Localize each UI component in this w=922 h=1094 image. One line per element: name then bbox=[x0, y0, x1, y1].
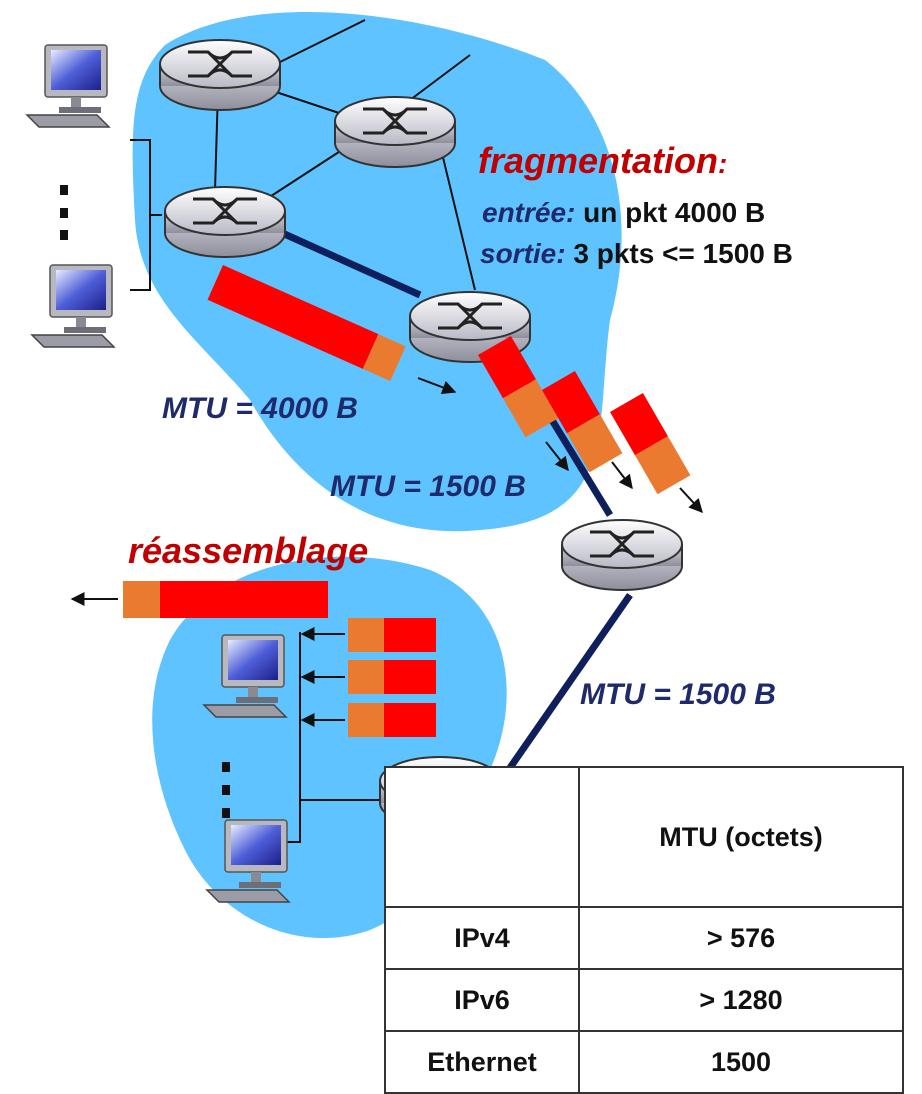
proto-cell: IPv4 bbox=[384, 906, 580, 970]
sortie-value: 3 pkts <= 1500 B bbox=[573, 238, 793, 269]
table-row: IPv6 > 1280 bbox=[384, 968, 904, 1032]
arrow-packet-4000 bbox=[417, 377, 457, 395]
table-row: IPv4 > 576 bbox=[384, 906, 904, 970]
router-1 bbox=[158, 38, 282, 112]
header-mtu-cell: MTU (octets) bbox=[578, 766, 904, 908]
header-empty-cell bbox=[384, 766, 580, 908]
reassemblage-label: réassemblage bbox=[128, 530, 369, 571]
proto-cell: IPv6 bbox=[384, 968, 580, 1032]
received-fragments bbox=[348, 618, 436, 737]
router-2 bbox=[333, 95, 457, 169]
received-arrows bbox=[300, 627, 345, 727]
fragment-1 bbox=[478, 336, 559, 438]
proto-cell: Ethernet bbox=[384, 1030, 580, 1094]
mtu-1500-label-1: MTU = 1500 B bbox=[330, 470, 526, 503]
fragmentation-label: fragmentation: bbox=[478, 140, 727, 182]
host-ellipsis-bottom bbox=[222, 762, 230, 818]
host-top-1 bbox=[26, 44, 110, 128]
entree-line: entrée: un pkt 4000 B bbox=[482, 197, 765, 229]
fragmentation-colon: : bbox=[718, 148, 728, 179]
top-network-cloud bbox=[132, 12, 622, 532]
host-ellipsis-top bbox=[60, 185, 68, 240]
packet-4000 bbox=[207, 265, 406, 382]
entree-label: entrée: bbox=[482, 197, 576, 228]
table-row: Ethernet 1500 bbox=[384, 1030, 904, 1094]
host-top-2 bbox=[31, 264, 115, 348]
fragment-arrows bbox=[545, 441, 703, 514]
packet-reassembled bbox=[123, 581, 328, 618]
router-5 bbox=[560, 518, 684, 592]
mtu-1500-label-2: MTU = 1500 B bbox=[580, 678, 776, 711]
entree-value: un pkt 4000 B bbox=[583, 197, 766, 228]
mtu-cell: 1500 bbox=[578, 1030, 904, 1094]
mtu-4000-label: MTU = 4000 B bbox=[162, 392, 358, 425]
sortie-label: sortie: bbox=[480, 238, 566, 269]
mtu-cell: > 576 bbox=[578, 906, 904, 970]
mtu-table: MTU (octets) IPv4 > 576 IPv6 > 1280 Ethe… bbox=[384, 766, 904, 1094]
router-3 bbox=[163, 185, 287, 259]
fragment-2 bbox=[542, 371, 623, 473]
mtu-table-header: MTU (octets) bbox=[384, 766, 904, 908]
mtu-cell: > 1280 bbox=[578, 968, 904, 1032]
fragmentation-word: fragmentation bbox=[478, 140, 719, 181]
sortie-line: sortie: 3 pkts <= 1500 B bbox=[480, 238, 793, 270]
fragment-3 bbox=[610, 393, 691, 495]
